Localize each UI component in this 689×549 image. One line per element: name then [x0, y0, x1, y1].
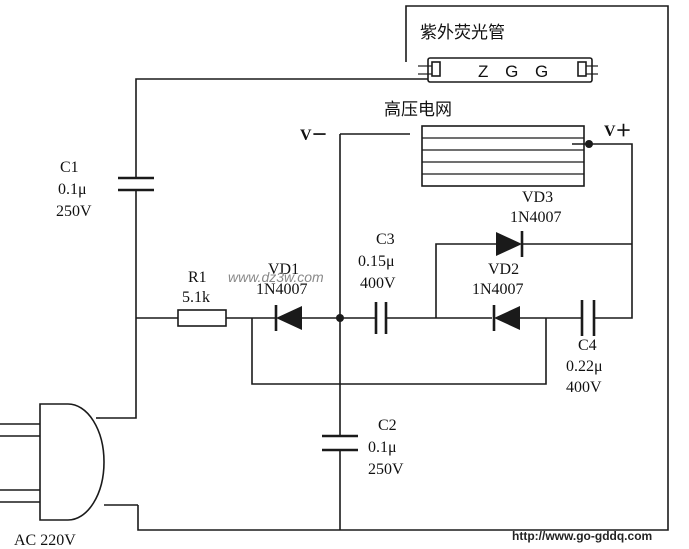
- c3-voltage: 400V: [360, 275, 396, 292]
- c4-value: 0.22μ: [566, 358, 603, 375]
- high-voltage-grid: [421, 125, 585, 187]
- ac-plug: [0, 403, 138, 521]
- c2-voltage: 250V: [368, 461, 404, 478]
- c3-name: C3: [376, 231, 395, 248]
- junction-dot-hv: [585, 140, 593, 148]
- watermark-text: www.dz3w.com: [228, 269, 324, 285]
- diode-vd3: [496, 231, 524, 257]
- vd3-name: VD3: [522, 189, 553, 206]
- c1-voltage: 250V: [56, 203, 92, 220]
- capacitor-c1: [118, 176, 154, 192]
- c3-value: 0.15μ: [358, 253, 395, 270]
- vd2-part: 1N4007: [472, 281, 524, 298]
- capacitor-c4: [580, 300, 596, 336]
- c4-voltage: 400V: [566, 379, 602, 396]
- vd3-part: 1N4007: [510, 209, 562, 226]
- vd2-name: VD2: [488, 261, 519, 278]
- junction-dot: [336, 314, 344, 322]
- wiring: [100, 5, 669, 531]
- uv-tube-title: 紫外荧光管: [420, 23, 505, 43]
- r1-value: 5.1k: [182, 289, 210, 306]
- r1-name: R1: [188, 269, 207, 286]
- diode-vd2: [492, 305, 520, 331]
- c2-value: 0.1μ: [368, 439, 397, 456]
- tube-code-label: Z G G: [478, 62, 554, 81]
- capacitor-c3: [374, 302, 388, 334]
- c1-value: 0.1μ: [58, 181, 87, 198]
- vd1-name: VD1: [268, 261, 299, 278]
- c4-name: C4: [578, 337, 597, 354]
- ac-source-label: AC 220V: [14, 532, 76, 549]
- vd1-part: 1N4007: [256, 281, 308, 298]
- uv-tube: Z G G: [418, 57, 598, 83]
- resistor-r1: [177, 309, 227, 327]
- hv-grid-label: 高压电网: [384, 100, 452, 120]
- c1-name: C1: [60, 159, 79, 176]
- capacitor-c2: [322, 434, 358, 452]
- v-minus-label: V－: [300, 127, 328, 144]
- diode-vd1: [274, 305, 302, 331]
- c2-name: C2: [378, 417, 397, 434]
- v-plus-label: V＋: [604, 123, 632, 140]
- source-url: http://www.go-gddq.com: [512, 529, 652, 543]
